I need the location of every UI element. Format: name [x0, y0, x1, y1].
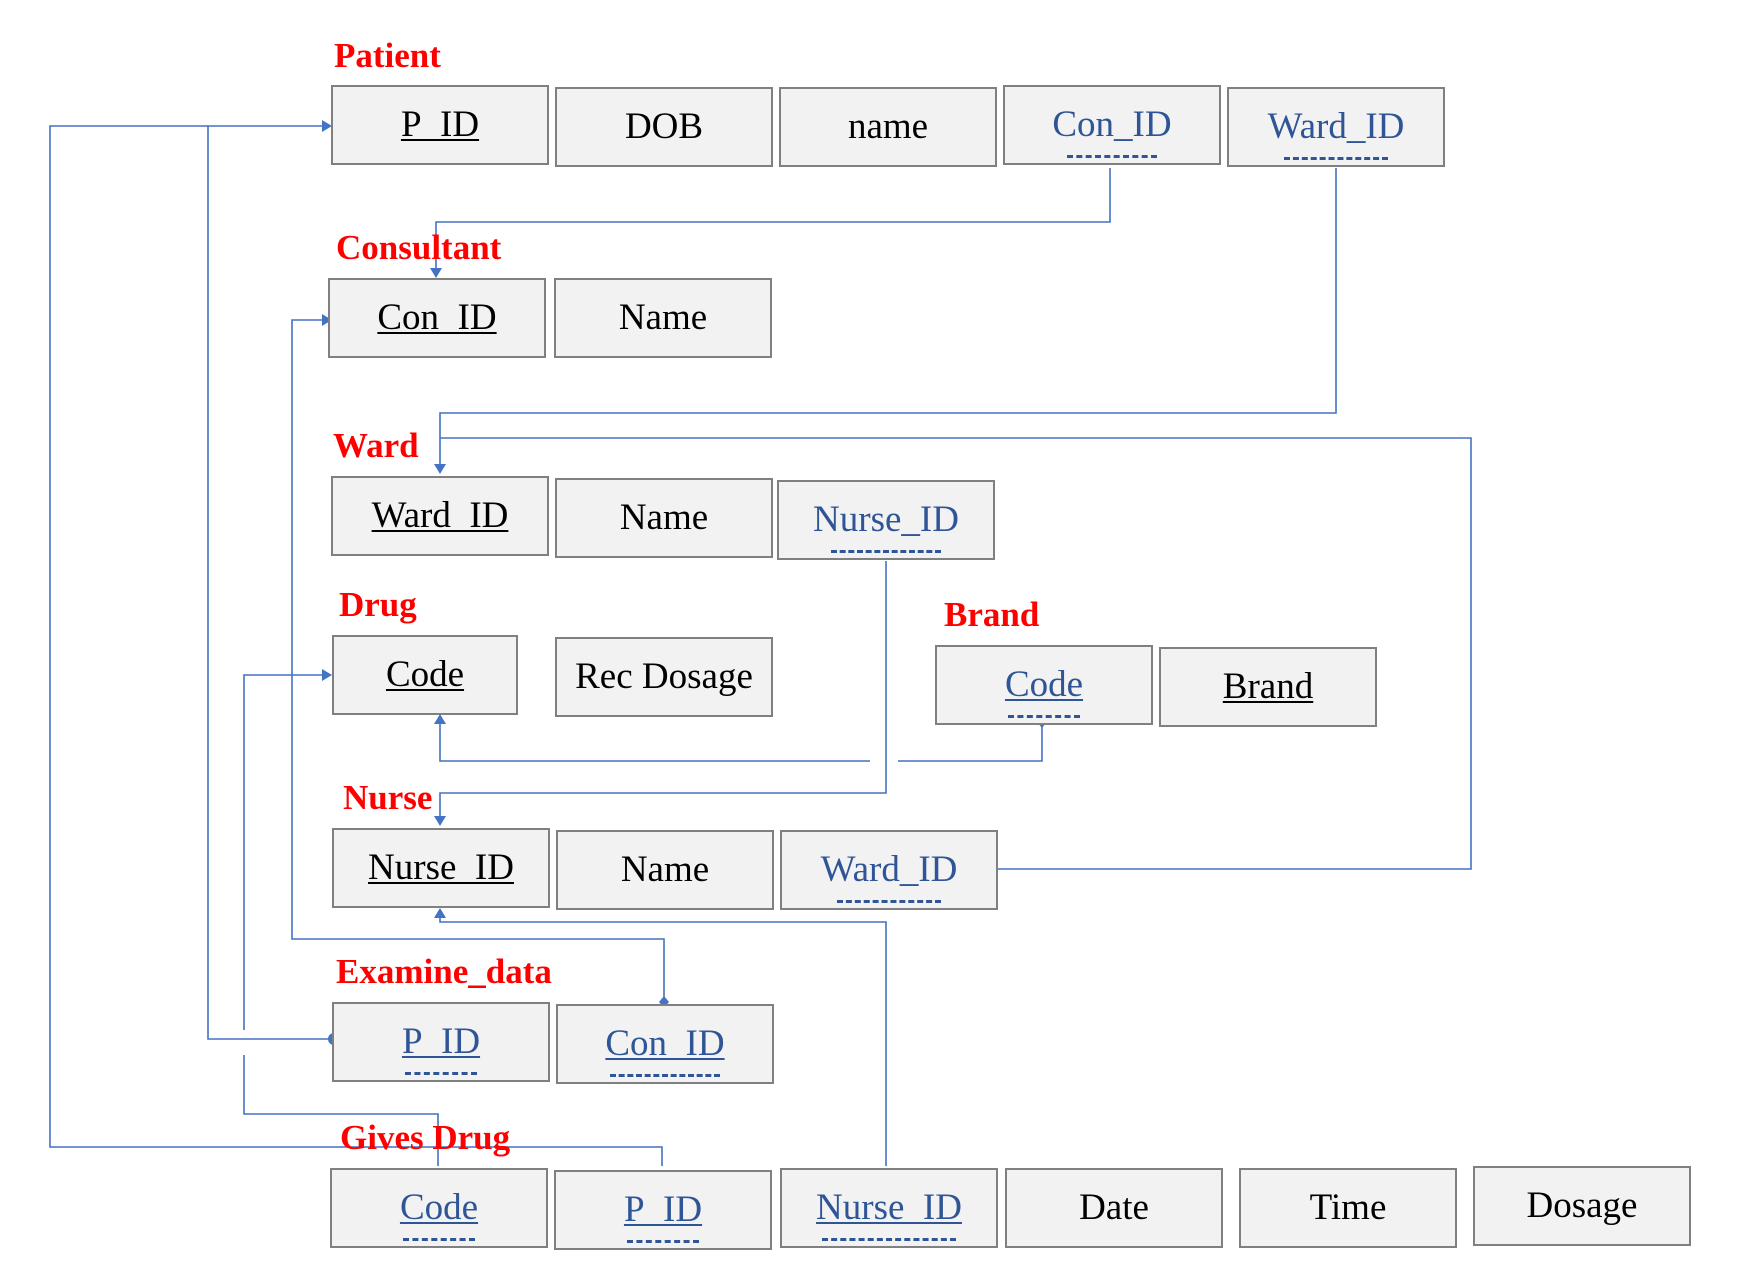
arrowhead-icon	[434, 908, 446, 918]
field-consultant-con-id: Con_ID	[328, 278, 546, 358]
field-brand-brand: Brand	[1159, 647, 1377, 727]
table-title-examine-data: Examine_data	[336, 952, 552, 991]
table-title-brand: Brand	[944, 595, 1040, 634]
field-givesdrug-code: Code	[330, 1168, 548, 1248]
connector-givesdrug-drug	[243, 1055, 439, 1166]
field-drug-code: Code	[332, 635, 518, 715]
connector-ward-nurse	[439, 561, 887, 820]
field-brand-code: Code	[935, 645, 1153, 725]
field-patient-p-id: P_ID	[331, 85, 549, 165]
field-ward-nurse-id: Nurse_ID	[777, 480, 995, 560]
table-title-ward: Ward	[333, 426, 419, 465]
field-drug-rec-dosage: Rec Dosage	[555, 637, 773, 717]
table-title-patient: Patient	[334, 36, 441, 75]
connector-givesdrug-patient	[49, 125, 663, 1166]
field-givesdrug-p-id: P_ID	[554, 1170, 772, 1250]
arrowhead-icon	[434, 714, 446, 724]
arrowhead-icon	[434, 464, 446, 474]
field-nurse-name: Name	[556, 830, 774, 910]
arrowhead-icon	[434, 816, 446, 826]
field-examine-con-id: Con_ID	[556, 1004, 774, 1084]
connector-examine-patient	[207, 125, 334, 1040]
arrowhead-icon	[322, 314, 332, 326]
field-patient-name: name	[779, 87, 997, 167]
field-nurse-nurse-id: Nurse_ID	[332, 828, 550, 908]
connector-brand-drug	[898, 722, 1043, 762]
field-givesdrug-nurse-id: Nurse_ID	[780, 1168, 998, 1248]
field-patient-con-id: Con_ID	[1003, 85, 1221, 165]
table-title-consultant: Consultant	[336, 228, 502, 267]
field-patient-dob: DOB	[555, 87, 773, 167]
connector-patient-consultant	[435, 168, 1111, 272]
field-givesdrug-date: Date	[1005, 1168, 1223, 1248]
table-title-nurse: Nurse	[343, 778, 433, 817]
table-title-gives-drug: Gives Drug	[340, 1118, 511, 1157]
arrowhead-icon	[430, 268, 442, 278]
connector-patient-ward	[439, 168, 1337, 468]
field-givesdrug-dosage: Dosage	[1473, 1166, 1691, 1246]
connector-nurse-ward	[440, 437, 1472, 870]
field-ward-name: Name	[555, 478, 773, 558]
arrowhead-icon	[322, 120, 332, 132]
field-examine-p-id: P_ID	[332, 1002, 550, 1082]
field-nurse-ward-id: Ward_ID	[780, 830, 998, 910]
arrowhead-icon	[322, 669, 332, 681]
table-title-drug: Drug	[339, 585, 417, 624]
field-ward-ward-id: Ward_ID	[331, 476, 549, 556]
field-givesdrug-time: Time	[1239, 1168, 1457, 1248]
connector-examine-consultant	[291, 319, 665, 1002]
field-consultant-name: Name	[554, 278, 772, 358]
field-patient-ward-id: Ward_ID	[1227, 87, 1445, 167]
